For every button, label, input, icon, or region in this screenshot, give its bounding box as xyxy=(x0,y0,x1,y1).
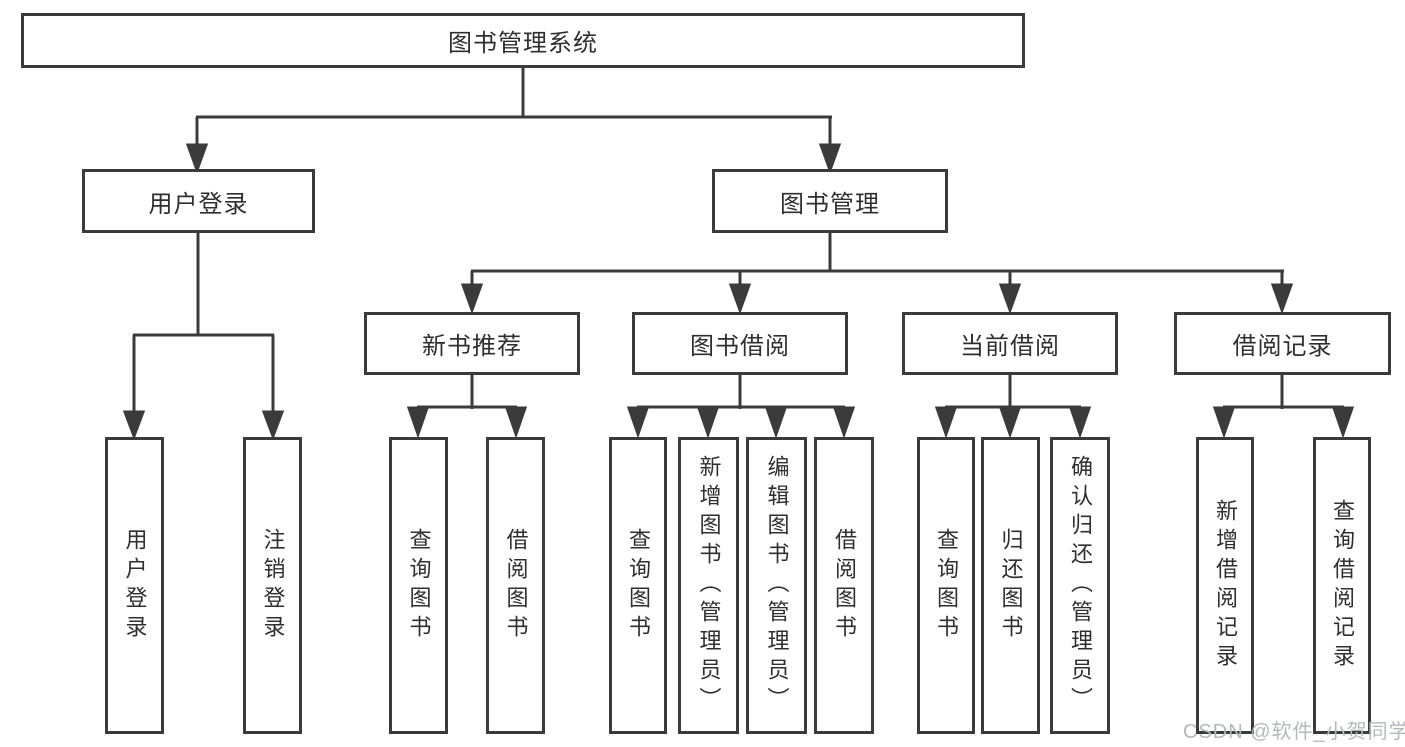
connector-root-to-level2 xyxy=(185,68,842,175)
leaf-query-borrow-record: 查询借阅记录 xyxy=(1313,437,1371,734)
connector-user-login-children xyxy=(122,233,285,441)
node-book-borrow: 图书借阅 xyxy=(632,312,848,375)
arrow-down-icon xyxy=(261,410,285,441)
node-user-login: 用户登录 xyxy=(82,169,315,233)
leaf-add-books-admin: 新增图书（管理员） xyxy=(678,437,739,734)
node-new-book-recommend: 新书推荐 xyxy=(364,312,580,375)
leaf-query-books-3: 查询图书 xyxy=(917,437,975,734)
connector-book-management-to-level3 xyxy=(460,233,1294,315)
leaf-add-borrow-record: 新增借阅记录 xyxy=(1196,437,1254,734)
arrow-down-icon xyxy=(696,406,720,439)
arrow-down-icon xyxy=(406,406,430,439)
arrow-down-icon xyxy=(998,283,1022,315)
arrow-down-icon xyxy=(1331,406,1355,439)
arrow-down-icon xyxy=(1212,406,1236,439)
arrow-down-icon xyxy=(504,406,528,439)
arrow-down-icon xyxy=(764,406,788,439)
node-book-management: 图书管理 xyxy=(712,169,948,233)
node-current-borrow: 当前借阅 xyxy=(902,312,1118,375)
arrow-down-icon xyxy=(934,406,958,439)
arrow-down-icon xyxy=(460,283,484,315)
connector-new-book-children xyxy=(406,375,528,439)
connector-book-borrow-children xyxy=(626,375,856,439)
leaf-return-books: 归还图书 xyxy=(981,437,1040,734)
node-borrow-records: 借阅记录 xyxy=(1174,312,1391,375)
leaf-query-books-2: 查询图书 xyxy=(609,437,667,734)
arrow-down-icon xyxy=(1068,406,1092,439)
leaf-query-books-1: 查询图书 xyxy=(389,437,448,734)
connector-borrow-records-children xyxy=(1212,375,1355,439)
leaf-borrow-books-2: 借阅图书 xyxy=(814,437,874,734)
arrow-down-icon xyxy=(832,406,856,439)
node-root-system: 图书管理系统 xyxy=(21,13,1025,68)
connector-current-borrow-children xyxy=(934,375,1092,439)
arrow-down-icon xyxy=(122,410,146,441)
leaf-confirm-return-admin: 确认归还（管理员） xyxy=(1050,437,1110,734)
arrow-down-icon xyxy=(998,406,1022,439)
leaf-user-login: 用户登录 xyxy=(105,437,164,734)
arrow-down-icon xyxy=(728,283,752,315)
arrow-down-icon xyxy=(626,406,650,439)
leaf-borrow-books-1: 借阅图书 xyxy=(486,437,545,734)
arrow-down-icon xyxy=(185,143,209,175)
arrow-down-icon xyxy=(818,143,842,175)
leaf-edit-books-admin: 编辑图书（管理员） xyxy=(746,437,807,734)
arrow-down-icon xyxy=(1270,283,1294,315)
leaf-logout: 注销登录 xyxy=(243,437,302,734)
watermark: CSDN @软件_小贺同学 xyxy=(1183,721,1405,743)
